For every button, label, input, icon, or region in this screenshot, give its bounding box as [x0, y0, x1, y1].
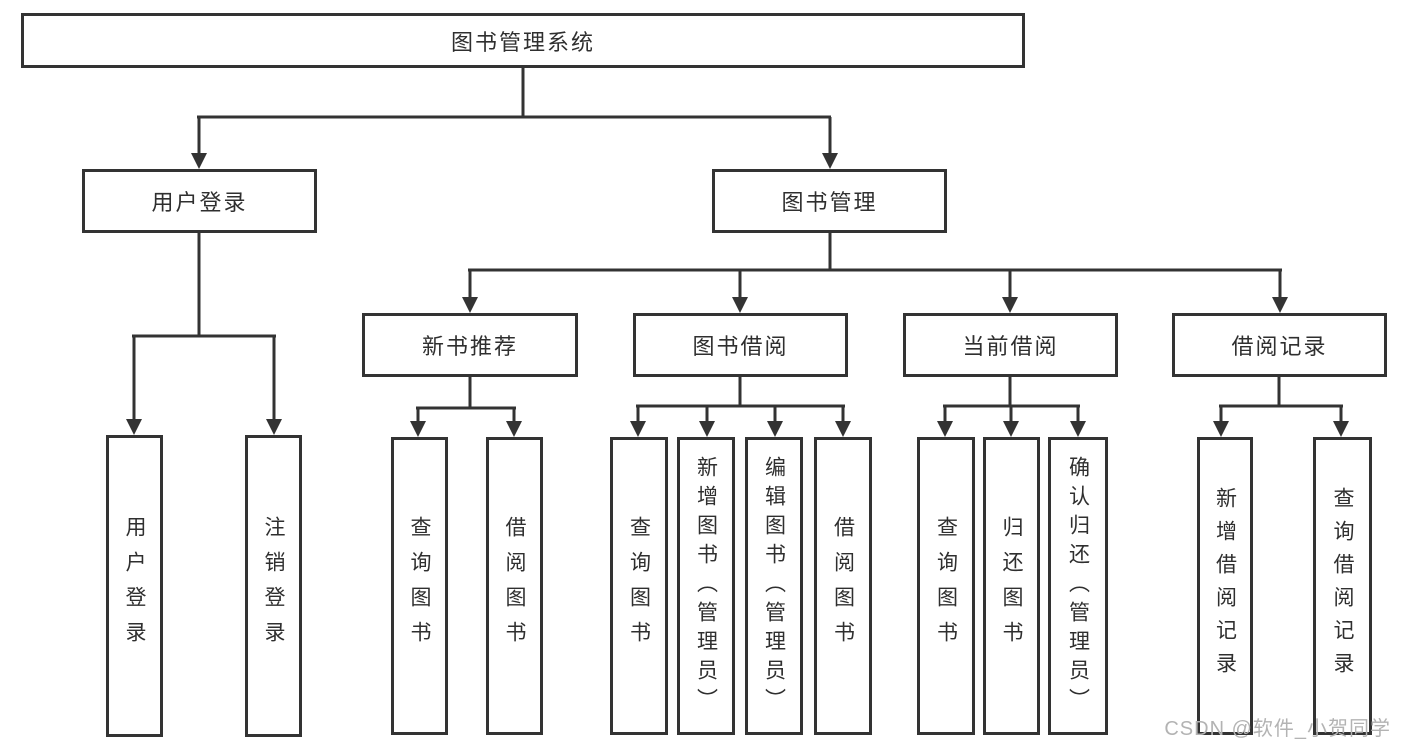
node-borrow-record: 借阅记录 [1172, 313, 1387, 377]
node-user-login: 用户登录 [82, 169, 317, 233]
arrowhead-icon [1272, 297, 1288, 313]
leaf-borrow-add-book-admin: 新增图书（管理员） [677, 437, 735, 735]
leaf-current-confirm-return-admin-label: 确认归还（管理员） [1066, 455, 1090, 717]
leaf-borrow-add-book-admin-label: 新增图书（管理员） [694, 455, 718, 717]
leaf-newbook-query-book-label: 查询图书 [408, 516, 431, 656]
leaf-record-query-borrow-record-label: 查询借阅记录 [1331, 487, 1354, 685]
leaf-current-query-book-label: 查询图书 [934, 516, 958, 656]
leaf-borrow-edit-book-admin: 编辑图书（管理员） [745, 437, 803, 735]
leaf-newbook-query-book: 查询图书 [391, 437, 448, 735]
arrowhead-icon [191, 153, 207, 169]
leaf-borrow-borrow-book-label: 借阅图书 [831, 516, 855, 656]
leaf-user-login: 用户登录 [106, 435, 163, 737]
leaf-user-login-label: 用户登录 [123, 516, 146, 656]
arrowhead-icon [462, 297, 478, 313]
edges-manage-to-level3 [462, 233, 1288, 313]
arrowhead-icon [822, 153, 838, 169]
node-book-borrow-label: 图书借阅 [692, 334, 789, 359]
arrowhead-icon [767, 421, 783, 437]
leaf-borrow-edit-book-admin-label: 编辑图书（管理员） [762, 455, 786, 717]
arrowhead-icon [410, 421, 426, 437]
leaf-logout-login: 注销登录 [245, 435, 302, 737]
arrowhead-icon [1002, 297, 1018, 313]
leaf-current-return-book-label: 归还图书 [1000, 516, 1023, 656]
leaf-current-confirm-return-admin: 确认归还（管理员） [1048, 437, 1108, 735]
arrowhead-icon [266, 419, 282, 435]
leaf-newbook-borrow-book-label: 借阅图书 [503, 516, 526, 656]
arrowhead-icon [506, 421, 522, 437]
edges-login-to-leaves [126, 233, 282, 435]
node-book-manage-label: 图书管理 [781, 190, 878, 215]
edges-root-to-level2 [191, 68, 838, 169]
arrowhead-icon [126, 419, 142, 435]
arrowhead-icon [1003, 421, 1019, 437]
watermark: CSDN @软件_小贺同学 [1164, 718, 1391, 740]
edges-newbook-to-leaves [410, 377, 522, 437]
arrowhead-icon [732, 297, 748, 313]
node-new-book-recommend-label: 新书推荐 [421, 334, 518, 359]
leaf-current-return-book: 归还图书 [983, 437, 1040, 735]
arrowhead-icon [1333, 421, 1349, 437]
leaf-record-add-borrow-record: 新增借阅记录 [1197, 437, 1253, 735]
node-book-manage: 图书管理 [712, 169, 947, 233]
leaf-current-query-book: 查询图书 [917, 437, 975, 735]
node-root: 图书管理系统 [21, 13, 1025, 68]
leaf-borrow-borrow-book: 借阅图书 [814, 437, 872, 735]
leaf-logout-login-label: 注销登录 [262, 516, 285, 656]
node-book-borrow: 图书借阅 [633, 313, 848, 377]
arrowhead-icon [699, 421, 715, 437]
node-current-borrow: 当前借阅 [903, 313, 1118, 377]
node-root-label: 图书管理系统 [450, 29, 595, 55]
leaf-borrow-query-book-label: 查询图书 [627, 516, 651, 656]
node-new-book-recommend: 新书推荐 [362, 313, 578, 377]
arrowhead-icon [835, 421, 851, 437]
edges-current-to-leaves [937, 377, 1086, 437]
edges-record-to-leaves [1213, 377, 1349, 437]
edges-borrow-to-leaves [630, 377, 851, 437]
arrowhead-icon [630, 421, 646, 437]
node-user-login-label: 用户登录 [151, 190, 248, 215]
node-current-borrow-label: 当前借阅 [962, 334, 1059, 359]
leaf-borrow-query-book: 查询图书 [610, 437, 668, 735]
arrowhead-icon [937, 421, 953, 437]
node-borrow-record-label: 借阅记录 [1231, 334, 1328, 359]
leaf-record-query-borrow-record: 查询借阅记录 [1313, 437, 1372, 735]
arrowhead-icon [1213, 421, 1229, 437]
arrowhead-icon [1070, 421, 1086, 437]
leaf-record-add-borrow-record-label: 新增借阅记录 [1213, 487, 1237, 685]
leaf-newbook-borrow-book: 借阅图书 [486, 437, 543, 735]
